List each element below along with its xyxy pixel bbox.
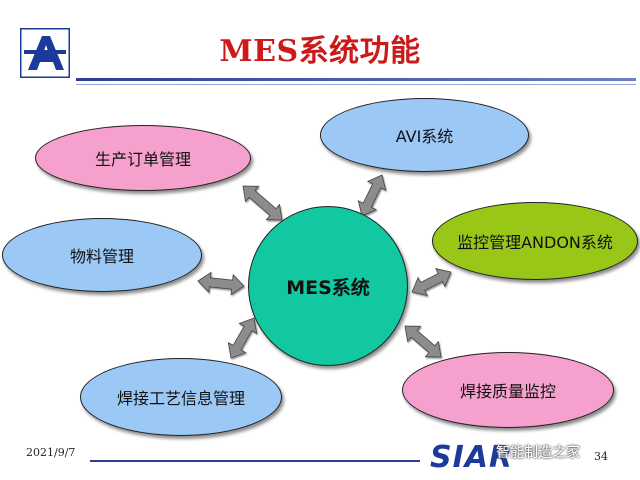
- arrow-andon: [411, 268, 452, 296]
- node-material-management-label: 物料管理: [69, 247, 134, 266]
- footer-rule: [90, 460, 420, 462]
- node-order-management-label: 生产订单管理: [94, 150, 191, 169]
- watermark: 智能制造之家: [496, 445, 580, 461]
- node-material-management: 物料管理: [2, 218, 202, 292]
- center-mes-system-label: MES系统: [286, 276, 370, 299]
- arrow-material: [197, 271, 245, 296]
- node-welding-process-management: 焊接工艺信息管理: [80, 358, 282, 436]
- node-andon-system: 监控管理ANDON系统: [432, 202, 638, 280]
- arrow-quality: [404, 325, 442, 358]
- node-welding-process-management-label: 焊接工艺信息管理: [116, 389, 245, 408]
- arrow-avi: [357, 174, 387, 217]
- node-welding-quality-monitoring: 焊接质量监控: [402, 352, 614, 428]
- footer-date: 2021/9/7: [26, 446, 76, 459]
- center-mes-system: MES系统: [248, 206, 408, 366]
- node-order-management: 生产订单管理: [35, 125, 251, 191]
- title-underline-thin: [76, 84, 636, 85]
- node-andon-system-label: 监控管理ANDON系统: [457, 233, 613, 252]
- node-avi-system: AVI系统: [320, 98, 529, 172]
- company-logo: [20, 28, 70, 78]
- node-welding-quality-monitoring-label: 焊接质量监控: [459, 382, 556, 401]
- page-title: MES系统功能: [219, 34, 421, 69]
- page-number: 34: [594, 450, 608, 463]
- title-underline: [76, 78, 636, 81]
- node-avi-system-label: AVI系统: [395, 127, 454, 146]
- arrow-order: [242, 185, 283, 221]
- footer-logo: SIAR: [430, 440, 514, 475]
- arrow-process: [227, 317, 258, 359]
